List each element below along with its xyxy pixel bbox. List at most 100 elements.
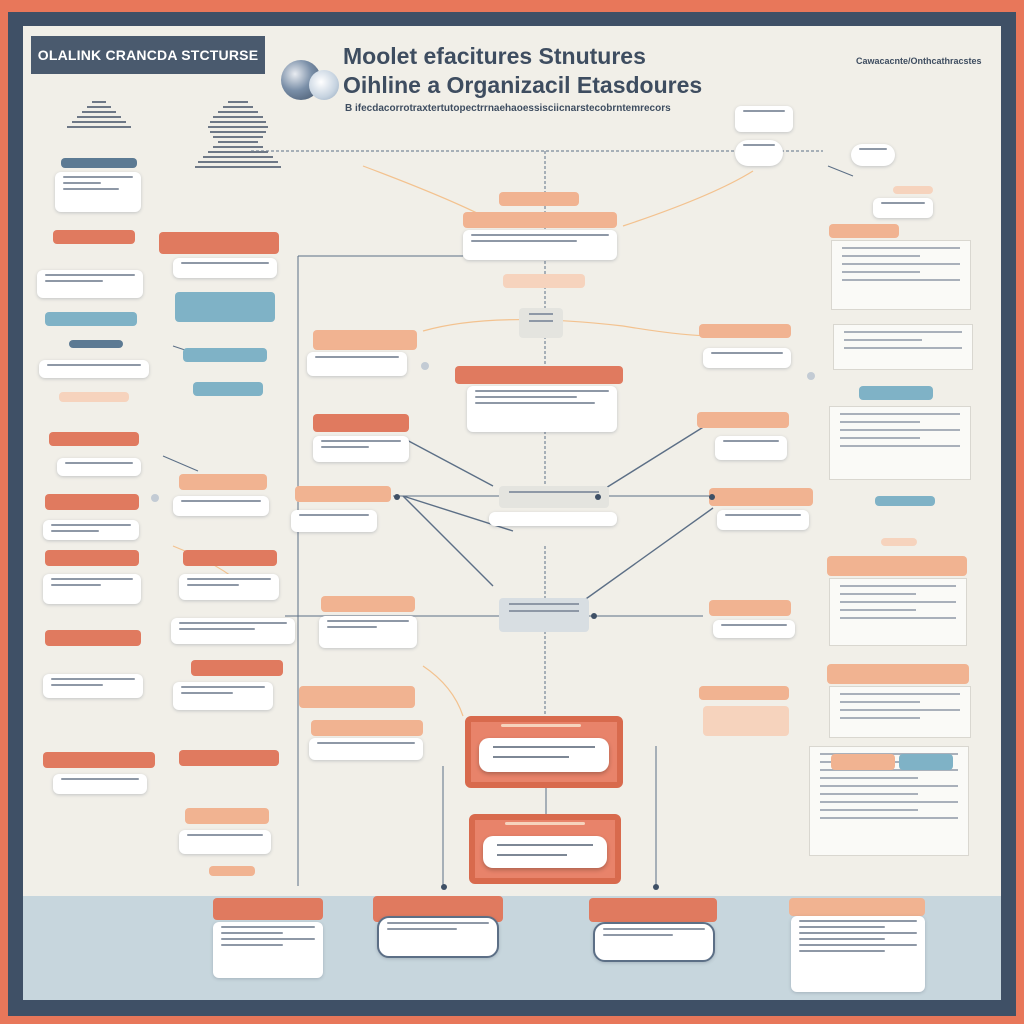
hub-node <box>519 308 563 338</box>
node-header <box>69 340 123 348</box>
node-header <box>789 898 925 916</box>
node-header <box>831 754 895 770</box>
corner-label: Cawacacnte/Onthcathracstes <box>856 56 982 66</box>
header-tag: OLALINK CRANCDA STCTURSE <box>31 36 265 74</box>
node-header <box>49 432 139 446</box>
node-header <box>175 292 275 322</box>
node-header <box>697 412 789 428</box>
hub-node <box>499 486 609 508</box>
node-header <box>827 556 967 576</box>
node-header <box>45 312 137 326</box>
node-header <box>179 474 267 490</box>
hub-node <box>499 598 589 632</box>
node-card <box>179 830 271 854</box>
node-header <box>59 392 129 402</box>
node-header <box>185 808 269 824</box>
connector-node <box>421 362 429 370</box>
node-card <box>57 458 141 476</box>
node-card <box>717 510 809 530</box>
connector-pin-icon <box>591 613 597 619</box>
node-card <box>173 682 273 710</box>
node-card <box>173 496 269 516</box>
connector-pin-icon <box>709 494 715 500</box>
node-header <box>159 232 279 254</box>
pyramid-graphic <box>59 98 139 131</box>
title-line-1: Moolet efacitures Stnutures <box>343 43 646 69</box>
node-header <box>43 752 155 768</box>
node-header <box>699 686 789 700</box>
node-card <box>309 738 423 760</box>
node-header <box>45 550 139 566</box>
connector-node <box>807 372 815 380</box>
node-card <box>873 198 933 218</box>
pyramid-graphic <box>193 98 283 171</box>
info-panel <box>829 686 971 738</box>
node-card <box>489 512 617 526</box>
node-header <box>703 706 789 736</box>
info-panel <box>829 578 967 646</box>
info-panel <box>829 406 971 480</box>
connector-pin-icon <box>441 884 447 890</box>
node-header <box>45 494 139 510</box>
node-header <box>61 158 137 168</box>
node-card <box>43 520 139 540</box>
node-header <box>45 630 141 646</box>
node-card <box>291 510 377 532</box>
node-card <box>703 348 791 368</box>
node-card <box>467 386 617 432</box>
node-card <box>735 106 793 132</box>
node-card <box>37 270 143 298</box>
node-header <box>829 224 899 238</box>
node-header <box>295 486 391 502</box>
node-header <box>709 600 791 616</box>
connector-pin-icon <box>653 884 659 890</box>
node-header <box>589 898 717 922</box>
node-header <box>699 324 791 338</box>
node-header <box>827 664 969 684</box>
node-card <box>851 144 895 166</box>
node-header <box>881 538 917 546</box>
node-header <box>503 274 585 288</box>
page-subtitle: B ifecdacorrotraxtertutopectrrnaehaoessi… <box>345 103 671 114</box>
node-card <box>313 436 409 462</box>
node-header <box>311 720 423 736</box>
node-header <box>709 488 813 506</box>
node-card <box>43 574 141 604</box>
node-header <box>193 382 263 396</box>
page-title: Moolet efacitures Stnutures Oihline a Or… <box>343 42 702 100</box>
node-card <box>179 574 279 600</box>
node-card <box>171 618 295 644</box>
node-card <box>377 916 499 958</box>
diagram-canvas: OLALINK CRANCDA STCTURSE Moolet efacitur… <box>23 26 1001 1000</box>
node-header <box>321 596 415 612</box>
node-card <box>53 774 147 794</box>
node-card <box>307 352 407 376</box>
connector-pin-icon <box>394 494 400 500</box>
node-header <box>183 348 267 362</box>
connector-pin-icon <box>595 494 601 500</box>
node-header <box>213 898 323 920</box>
title-line-2: Oihline a Organizacil Etasdoures <box>343 72 703 98</box>
node-card <box>463 230 617 260</box>
node-header <box>313 330 417 350</box>
node-card <box>735 140 783 166</box>
node-card <box>43 674 143 698</box>
node-header <box>899 754 953 770</box>
node-card <box>55 172 141 212</box>
info-panel <box>831 240 971 310</box>
node-header <box>463 212 617 228</box>
node-card <box>791 916 925 992</box>
node-header <box>499 192 579 206</box>
highlight-node <box>469 814 621 884</box>
node-card <box>319 616 417 648</box>
node-card <box>173 258 277 278</box>
node-header <box>209 866 255 876</box>
node-header <box>875 496 935 506</box>
globe-icon <box>309 70 339 100</box>
connector-node <box>151 494 159 502</box>
node-header <box>183 550 277 566</box>
node-card <box>39 360 149 378</box>
node-header <box>179 750 279 766</box>
node-card <box>213 922 323 978</box>
node-header <box>455 366 623 384</box>
